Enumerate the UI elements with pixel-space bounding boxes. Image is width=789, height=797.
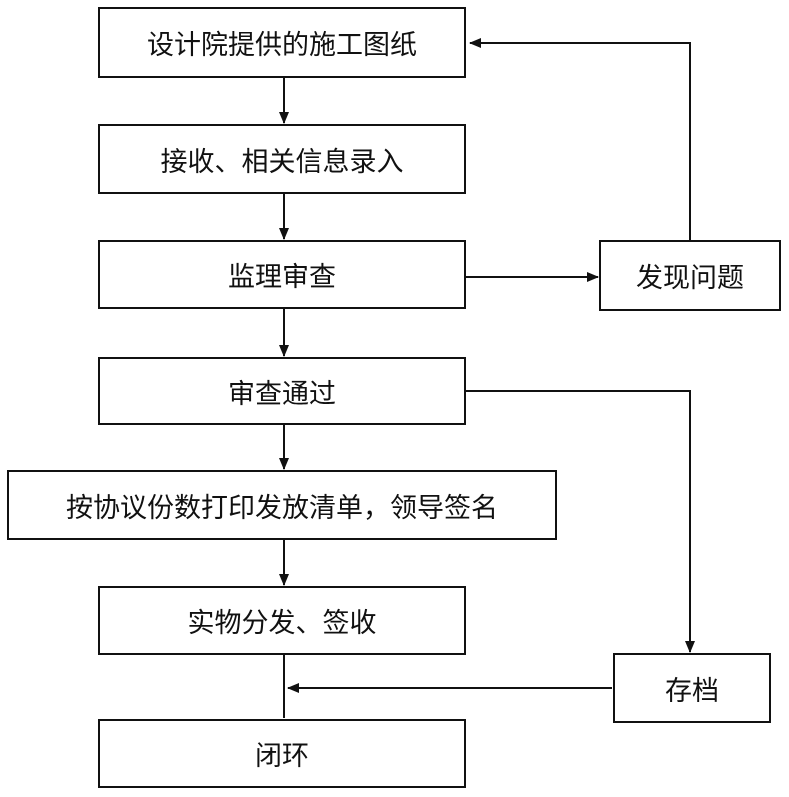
node-issue: 发现问题 [599,240,781,311]
node-receive: 接收、相关信息录入 [98,124,466,194]
node-close: 闭环 [98,719,466,788]
arrow-pass-to-archive [466,390,695,653]
node-print: 按协议份数打印发放清单，领导签名 [7,470,557,540]
node-pass: 审查通过 [98,357,466,425]
node-distribute: 实物分发、签收 [98,586,466,655]
node-review: 监理审查 [98,240,466,309]
node-archive: 存档 [613,653,771,723]
arrow-issue-to-drawings [469,38,691,240]
node-drawings: 设计院提供的施工图纸 [98,7,466,78]
